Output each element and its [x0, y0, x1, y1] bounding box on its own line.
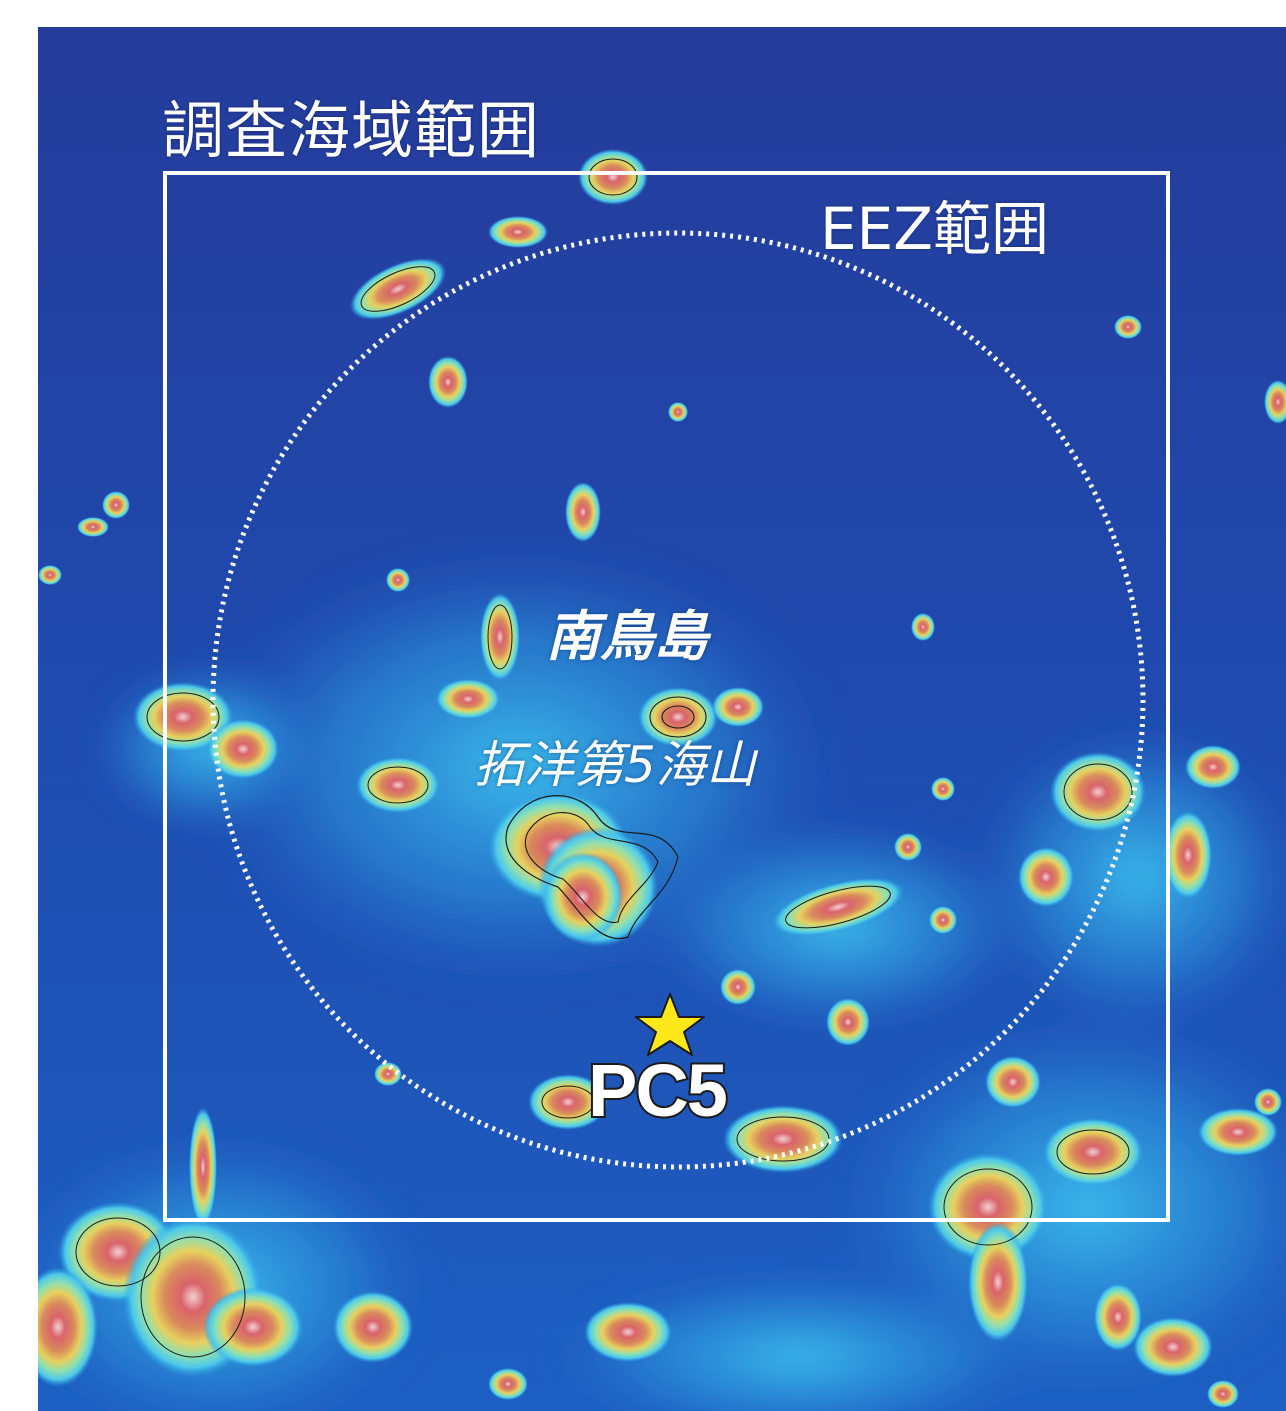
sampling-site-label: PC5: [586, 1049, 730, 1132]
seamount-west: [133, 682, 440, 813]
seamount-minamitorishima: [638, 687, 764, 747]
bathymetry-canvas: [38, 27, 1286, 1411]
survey-area-label: 調査海域範囲: [162, 94, 541, 167]
eez-range-label: EEZ範囲: [820, 195, 1050, 263]
small-knolls: [38, 315, 1286, 1408]
seamount-label: 拓洋第5海山: [474, 736, 756, 794]
seamount-south: [528, 969, 870, 1173]
star-icon: [635, 993, 705, 1056]
seamount-takuyo-5: [488, 792, 679, 947]
island-label: 南鳥島: [546, 605, 708, 668]
seamount-cluster-north: [349, 149, 648, 408]
seamount-chain-central: [436, 482, 601, 719]
seamount-southwest: [38, 1107, 672, 1387]
seamounts: [38, 149, 1286, 1408]
eez-boundary: [210, 230, 1146, 1170]
bathymetry-map: [38, 27, 1286, 1411]
survey-area-boundary: [163, 171, 1170, 1222]
seamount-southeast: [928, 1056, 1278, 1377]
seamount-east: [772, 745, 1241, 937]
